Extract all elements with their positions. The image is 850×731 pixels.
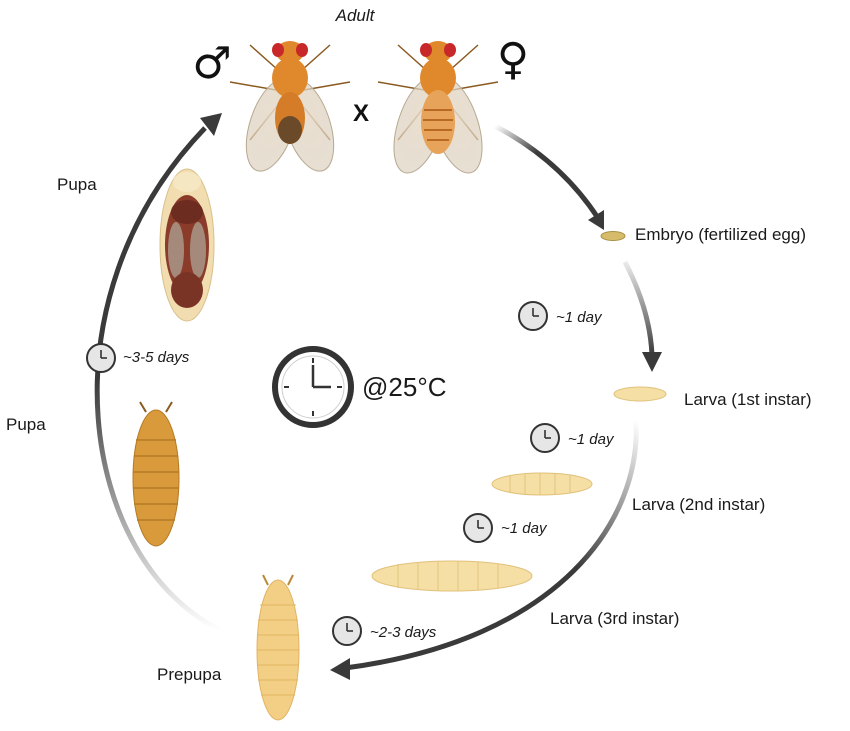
arrow-embryo-to-l1 <box>622 260 655 356</box>
embryo-egg-illustration <box>600 231 626 241</box>
pupa-late-illustration <box>159 168 215 322</box>
duration-l1-to-l2: ~1 day <box>568 431 615 448</box>
larva3-label: Larva (3rd instar) <box>550 609 679 628</box>
arrow-l1-to-prepupa <box>344 419 639 671</box>
larva2-label: Larva (2nd instar) <box>632 495 765 514</box>
arrow-adult-to-embryo <box>493 123 601 220</box>
arrowhead-prepupa <box>330 658 350 680</box>
male-fly-illustration <box>229 41 351 172</box>
male-symbol: ♂ <box>192 38 231 89</box>
prepupa-label: Prepupa <box>157 665 222 684</box>
temperature-clock-icon <box>272 346 354 428</box>
pupa-early-label: Pupa <box>6 415 46 434</box>
clock-icon-embryo <box>518 301 548 331</box>
arrow-prepupa-to-adult <box>94 126 222 633</box>
embryo-label: Embryo (fertilized egg) <box>635 225 806 244</box>
duration-pupa-to-adult: ~3-5 days <box>123 349 190 366</box>
clock-icon-l3 <box>332 616 362 646</box>
pupa-early-illustration <box>132 401 180 547</box>
duration-l2-to-l3: ~1 day <box>501 520 548 537</box>
female-fly-illustration <box>377 41 499 174</box>
pupa-late-label: Pupa <box>57 175 97 194</box>
larva-2nd-instar-illustration <box>491 472 593 496</box>
larva-1st-instar-illustration <box>613 386 667 402</box>
prepupa-illustration <box>256 574 300 721</box>
adult-title: Adult <box>335 6 376 25</box>
cross-symbol: X <box>353 100 369 127</box>
clock-icon-l1 <box>530 423 560 453</box>
clock-icon-pupa <box>86 343 116 373</box>
duration-l3-to-prepupa: ~2-3 days <box>370 624 437 641</box>
clock-icon-l2 <box>463 513 493 543</box>
temperature-label: @25°C <box>362 372 447 402</box>
larva1-label: Larva (1st instar) <box>684 390 812 409</box>
duration-embryo-to-l1: ~1 day <box>556 309 603 326</box>
arrowhead-embryo <box>588 210 604 230</box>
arrowhead-adult <box>200 113 222 136</box>
arrowhead-l1 <box>642 352 662 372</box>
larva-3rd-instar-illustration <box>371 560 533 592</box>
female-symbol: ♀ <box>497 34 529 85</box>
